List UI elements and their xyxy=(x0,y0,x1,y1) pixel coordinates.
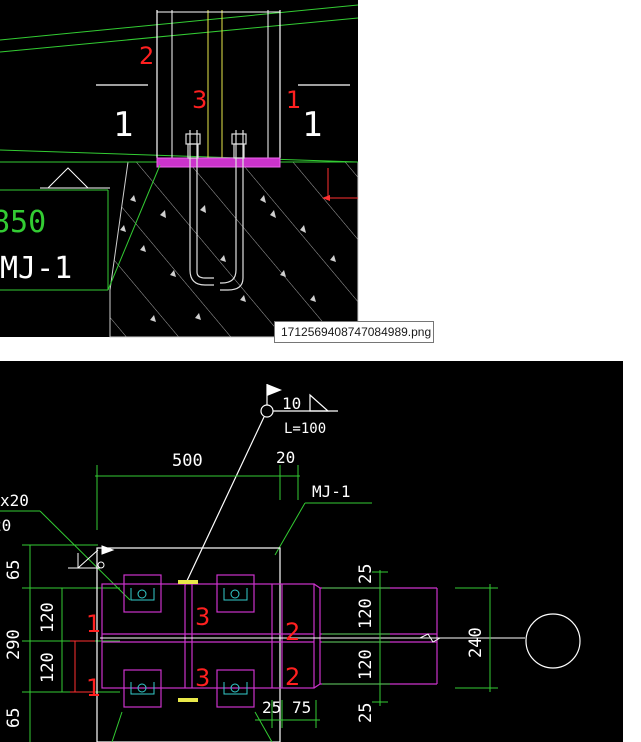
plan-label-1-bottom: 1 xyxy=(86,674,101,702)
svg-text:x20: x20 xyxy=(0,491,29,510)
top-dimension-500: 500 20 xyxy=(95,448,300,530)
left-partial-callout: x20 20 xyxy=(0,491,131,601)
member-label-3: 3 xyxy=(192,86,207,114)
plan-label-2-top: 2 xyxy=(285,618,300,646)
text-mj1-top: MJ-1 xyxy=(0,251,72,286)
bottom-plan-section: 10 L=100 500 20 MJ-1 x20 20 xyxy=(0,361,623,742)
text-850: 850 xyxy=(0,205,46,240)
embedded-part-callout: 850 MJ-1 xyxy=(0,164,161,291)
plan-label-2-bottom: 2 xyxy=(285,663,300,691)
tooltip-filename-text: 1712569408747084989.png xyxy=(281,325,432,339)
right-dim-25-top: 25 xyxy=(356,564,376,584)
svg-text:1: 1 xyxy=(302,105,322,145)
member-label-2: 2 xyxy=(139,42,154,70)
bolt-box-top-right xyxy=(216,574,255,613)
red-small-dimension xyxy=(70,640,95,693)
steel-column xyxy=(156,10,281,158)
bolt-box-bottom-right xyxy=(216,669,255,708)
dim-500: 500 xyxy=(172,451,203,471)
section-mark-right: 1 xyxy=(298,84,350,145)
axis-bubble xyxy=(525,613,581,669)
right-dim-240: 240 xyxy=(466,627,486,658)
mj1-callout: MJ-1 xyxy=(274,482,372,556)
weld-hatch-top xyxy=(178,580,198,584)
right-dim-120-b: 120 xyxy=(356,649,376,680)
svg-text:20: 20 xyxy=(0,516,11,535)
weld-size: 10 xyxy=(282,394,301,413)
plan-base-plate xyxy=(96,547,281,742)
bottom-dimension-chain xyxy=(255,700,320,728)
bottom-dim-75: 75 xyxy=(292,698,311,717)
weld-mark-left xyxy=(68,545,115,569)
right-dim-120-a: 120 xyxy=(356,598,376,629)
right-dim-25-bottom: 25 xyxy=(356,703,376,723)
concrete-foundation xyxy=(109,161,359,338)
base-plate xyxy=(156,157,281,168)
text-mj1-bottom: MJ-1 xyxy=(312,482,351,501)
red-leader-arrow xyxy=(322,168,358,201)
left-dim-65-top: 65 xyxy=(4,560,24,580)
aggregate-marks xyxy=(120,195,336,322)
top-detail-section: 1 1 2 3 1 850 MJ-1 xyxy=(0,0,359,338)
left-dim-65-bottom: 65 xyxy=(4,708,24,728)
bolt-box-top-left xyxy=(123,574,162,613)
bolt-box-bottom-left xyxy=(123,669,162,708)
plan-label-1-top: 1 xyxy=(86,610,101,638)
beam-break-symbol xyxy=(419,633,441,643)
bottom-dim-25: 25 xyxy=(262,698,281,717)
dim-20-top: 20 xyxy=(276,448,295,467)
left-dim-120-b: 120 xyxy=(38,652,58,683)
anchor-bolt-left xyxy=(185,130,214,286)
anchor-bolt-right xyxy=(220,130,247,291)
weld-symbol: 10 L=100 xyxy=(184,384,338,586)
member-label-1: 1 xyxy=(286,86,301,114)
plan-label-3-top: 3 xyxy=(195,603,210,631)
plan-label-3-bottom: 3 xyxy=(195,664,210,692)
section-mark-left: 1 xyxy=(96,84,148,145)
left-dim-120-a: 120 xyxy=(38,602,58,633)
weld-hatch-bottom xyxy=(178,698,198,702)
right-dimension-chain xyxy=(322,570,498,706)
left-dim-290: 290 xyxy=(4,629,24,660)
weld-length: L=100 xyxy=(284,421,326,437)
filename-tooltip: 1712569408747084989.png xyxy=(274,321,434,343)
svg-text:1: 1 xyxy=(113,105,133,145)
